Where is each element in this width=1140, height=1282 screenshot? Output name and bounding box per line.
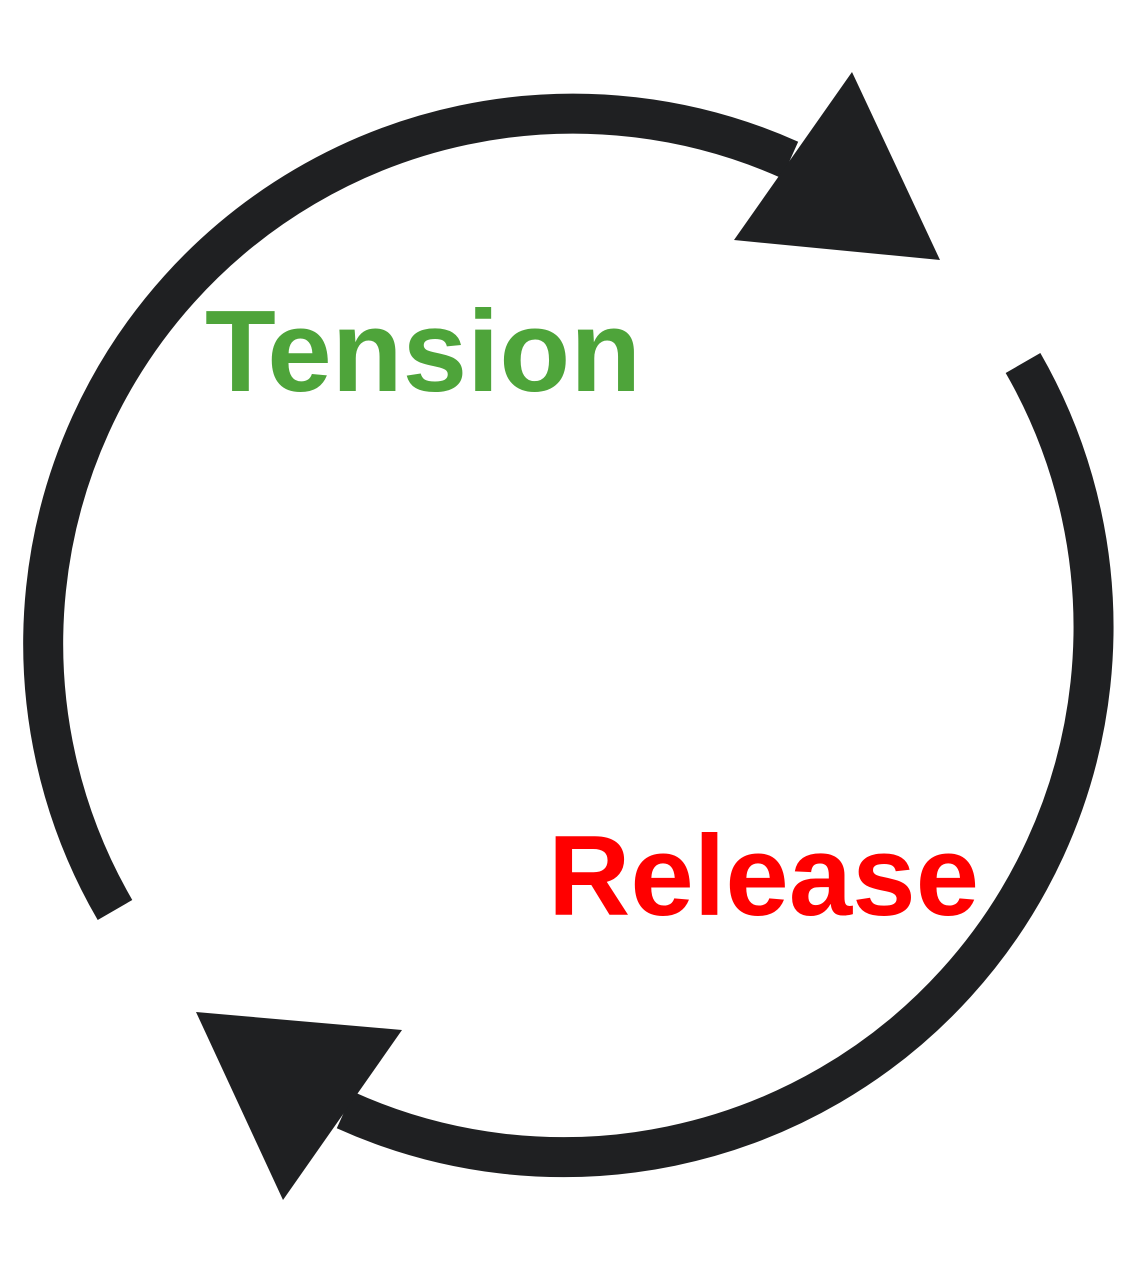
lower-arc bbox=[336, 353, 1114, 1178]
release-label: Release bbox=[548, 813, 980, 940]
upper-arrowhead bbox=[734, 72, 940, 260]
tension-label: Tension bbox=[205, 286, 642, 416]
upper-arc bbox=[23, 93, 799, 921]
upper-arrow-icon bbox=[23, 72, 940, 921]
lower-arrowhead bbox=[196, 1012, 402, 1200]
lower-arrow-icon bbox=[196, 353, 1114, 1200]
